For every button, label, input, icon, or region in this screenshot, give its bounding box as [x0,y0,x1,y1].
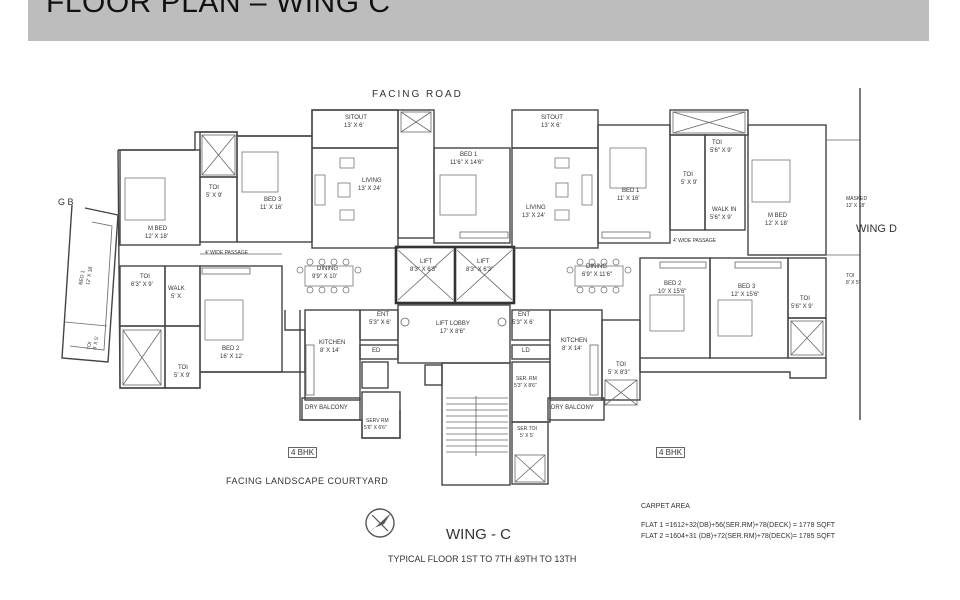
right-toi3-size: 5'6" X 9' [791,304,813,310]
right-passage-label: 4' WIDE PASSAGE [673,238,717,244]
left-bed2-label: BED 2 [222,346,240,352]
right-dining-size: 6'9" X 11'6" [582,272,613,278]
carpet-area-title: CARPET AREA [641,503,690,510]
wing-b-toi-label: TOI [86,341,93,350]
lift2-label: LIFT [477,259,490,265]
left-mbed-size: 12' X 18' [145,234,168,240]
right-sitout-size: 13' X 6' [541,123,561,129]
left-toi3-size: 5' X 9' [174,373,191,379]
right-ser-toi-label: SER.TOI [517,426,537,432]
right-kitchen-size: 8' X 14' [562,346,582,352]
right-bed2-label: BED 2 [664,281,682,287]
left-dining-size: 9'9" X 10' [312,274,338,280]
left-toi1-label: TOI [209,185,219,191]
right-living-size: 13' X 24' [522,213,545,219]
left-toi2-size: 6'3" X 9' [131,282,153,288]
page-title: FLOOR PLAN – WING C [46,0,391,19]
wing-d-label: WING D [856,223,897,235]
facing-courtyard-label: FACING LANDSCAPE COURTYARD [226,476,389,486]
bhk-right-label: 4 BHK [656,447,686,458]
right-toi1-size: 5'6" X 9' [710,148,732,154]
wing-b-bed-size: 12' X 18' [85,265,94,285]
left-passage-label: 4' WIDE PASSAGE [205,250,249,256]
right-toi-outer-size: 8' X 5' [846,280,860,286]
carpet-area-flat1: FLAT 1 =1612+32(DB)+56(SER.RM)+78(DECK) … [641,522,836,529]
left-serv-rm-label: SERV RM [366,418,389,424]
left-bed3-label: BED 3 [264,197,282,203]
left-kitchen-size: 8' X 14' [320,348,340,354]
left-sitout-label: SITOUT [345,115,367,121]
left-walk-label: WALK [168,286,185,292]
wing-b-toi-size: 8' X 5' [92,336,100,350]
right-walk-in-size: 5'6" X 9' [710,215,732,221]
left-toi2-label: TOI [140,274,150,280]
facing-road-label: FACING ROAD [372,89,463,100]
right-walk-in-label: WALK IN [712,207,737,213]
left-flat-walls [117,109,511,439]
right-masked-label: MASKED [846,196,868,202]
right-dining-label: DINING [586,264,607,270]
right-dry-balcony-label: DRY BALCONY [551,405,594,411]
left-bed2-size: 16' X 12' [220,354,243,360]
left-ent-size: 5'3" X 6' [369,320,391,326]
left-ent-label: ENT [377,312,389,318]
wing-b-bed-label: BED 1 [78,270,86,285]
right-kitchen-label: KITCHEN [561,338,588,344]
lift-lobby-size: 17' X 8'6" [440,329,466,335]
left-bed3-size: 11' X 16' [260,205,283,211]
left-toi3-label: TOI [178,365,188,371]
core-walls [394,245,516,486]
right-sitout-label: SITOUT [541,115,563,121]
left-sitout-size: 13' X 6' [344,123,364,129]
right-bed1-size: 11' X 16' [617,196,640,202]
right-bed3-label: BED 3 [738,284,756,290]
right-toi2-size: 5' X 9' [681,180,698,186]
right-ent-label: ENT [518,312,530,318]
right-ser-rm-label: SER. RM [516,376,537,382]
lift-lobby-label: LIFT LOBBY [436,321,470,327]
right-toi-outer-label: TOI [846,273,855,279]
right-toi1-label: TOI [712,140,722,146]
right-masked-size: 12' X 18' [846,203,866,209]
right-toi3-label: TOI [800,296,810,302]
lift1-label: LIFT [420,259,433,265]
left-serv-rm-size: 5'6" X 6'6" [364,425,387,431]
left-dining-label: DINING [317,266,338,272]
right-bed2-size: 10' X 15'6" [658,289,687,295]
right-ser-toi-size: 5' X 5' [520,433,534,439]
wing-b-fragment: G B BED 1 12' X 18' TOI 8' X 5' [58,197,119,363]
lift2-size: 8'3" X 6'3" [466,267,494,273]
left-walk-size: 5' X [171,294,182,300]
right-ent-size: 5'3" X 6' [512,320,534,326]
lift1-size: 8'3" X 6'3" [410,267,438,273]
wing-b-label: G B [58,197,74,207]
carpet-area-flat2: FLAT 2 =1604+31 (DB)+72(SER.RM)+78(DECK)… [641,533,836,540]
right-toi4-label: TOI [616,362,626,368]
bhk-left-label: 4 BHK [288,447,318,458]
typical-floor-label: TYPICAL FLOOR 1ST TO 7TH &9TH TO 13TH [388,554,577,564]
left-living-size: 13' X 24' [358,186,381,192]
left-bed1-size: 11'6" X 14'6" [450,160,484,166]
right-bed3-size: 12' X 15'6" [731,292,760,298]
right-mbed-label: M BED [768,213,788,219]
right-bed1-label: BED 1 [622,188,640,194]
right-toi2-label: TOI [683,172,693,178]
right-ld-label: LD [522,348,530,354]
right-ser-rm-size: 5'3" X 8'6" [514,383,537,389]
right-living-label: LIVING [526,205,546,211]
right-toi4-size: 5' X 8'3" [608,370,630,376]
left-ed-label: ED [372,348,381,354]
north-arrow-icon [365,508,395,538]
left-living-label: LIVING [362,178,382,184]
left-kitchen-label: KITCHEN [319,340,346,346]
wing-title: WING - C [446,526,511,543]
left-toi1-size: 5' X 9' [206,193,223,199]
right-flat-walls [511,88,861,485]
left-dry-balcony-label: DRY BALCONY [305,405,348,411]
right-mbed-size: 12' X 18' [765,221,788,227]
left-bed1-label: BED 1 [460,152,478,158]
left-mbed-label: M BED [148,226,168,232]
title-banner: FLOOR PLAN – WING C [28,0,929,41]
